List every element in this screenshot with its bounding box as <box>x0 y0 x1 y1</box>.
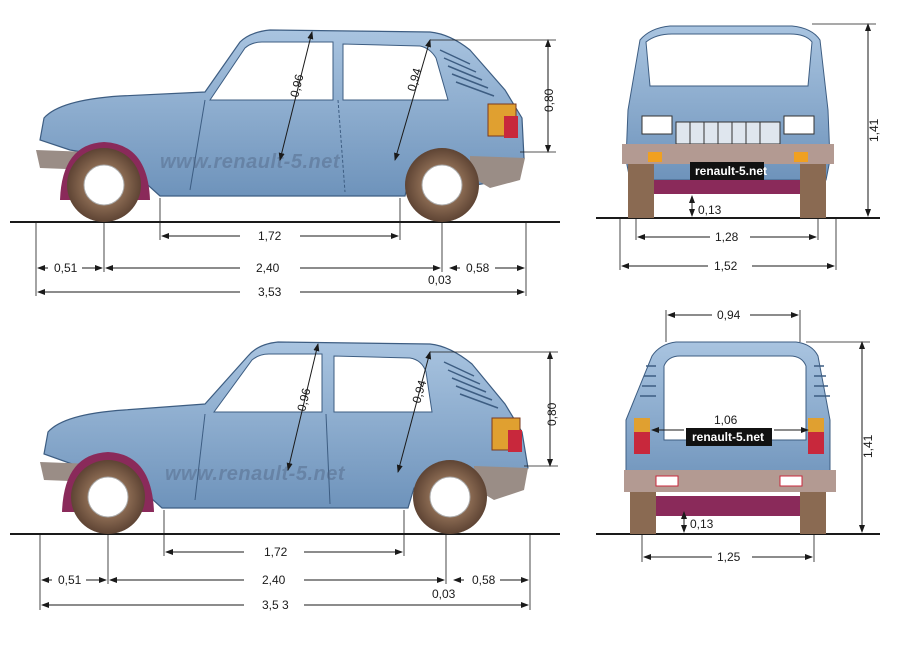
dim-axle-offset-b: 0,03 <box>432 587 456 601</box>
front-view: renault-5.net 1,41 0,13 1,28 1,52 <box>596 23 881 273</box>
dim-inner-length-b: 1,72 <box>264 545 288 559</box>
rear-view: renault-5.net 0,94 1,06 1,41 0,13 1,25 <box>596 308 880 564</box>
dim-rear-track: 1,25 <box>717 550 741 564</box>
badge <box>690 162 764 180</box>
dim-front-height: 1,41 <box>867 118 881 142</box>
dim-inner-length: 1,72 <box>258 229 282 243</box>
dim-front-clearance: 0,13 <box>698 203 722 217</box>
dim-overall-length-b: 3,5 3 <box>262 598 289 612</box>
dim-axle-offset: 0,03 <box>428 273 452 287</box>
dim-front-overhang-b: 0,51 <box>58 573 82 587</box>
dim-rear-inner-width: 1,06 <box>714 413 738 427</box>
dim-roof-diag-front-b: 0,96 <box>294 386 313 412</box>
watermark: www.renault-5.net <box>160 151 341 173</box>
rear-window <box>342 43 449 101</box>
dim-height-b: 0,80 <box>545 402 559 426</box>
badge-r <box>686 428 772 446</box>
dim-height: 0,80 <box>542 88 556 112</box>
dim-overall-length: 3,53 <box>258 285 282 299</box>
dim-rear-overhang-b: 0,58 <box>472 573 496 587</box>
dim-rear-clearance: 0,13 <box>690 517 714 531</box>
side-view-top: www.renault-5.net 0,96 0,94 0,80 1,72 0,… <box>10 29 560 299</box>
side-view-bottom: www.renault-5.net 0,96 0,94 0,80 1,72 0,… <box>10 341 560 612</box>
rear-window-r <box>663 355 807 441</box>
svg-text:renault-5.net: renault-5.net <box>692 430 764 444</box>
rear-bumper <box>470 156 525 188</box>
svg-text:renault-5.net: renault-5.net <box>695 164 767 178</box>
dim-wheelbase: 2,40 <box>256 261 280 275</box>
dim-front-track: 1,28 <box>715 230 739 244</box>
c-pillar-vents <box>439 49 495 97</box>
dim-rear-roof-width: 0,94 <box>717 308 741 322</box>
dim-front-overhang: 0,51 <box>54 261 78 275</box>
dim-roof-diag-rear: 0,94 <box>404 66 424 93</box>
windshield <box>645 33 813 87</box>
dim-rear-overhang: 0,58 <box>466 261 490 275</box>
front-bumper-f <box>622 144 834 164</box>
dim-front-width: 1,52 <box>714 259 738 273</box>
dim-rear-height: 1,41 <box>861 434 875 458</box>
dim-roof-diag-front: 0,96 <box>287 72 306 98</box>
watermark-b: www.renault-5.net <box>165 463 346 485</box>
dim-roof-diag-rear-b: 0,94 <box>409 378 429 405</box>
front-grille <box>675 121 781 145</box>
c-pillar-vents-b <box>443 361 499 409</box>
dim-wheelbase-b: 2,40 <box>262 573 286 587</box>
